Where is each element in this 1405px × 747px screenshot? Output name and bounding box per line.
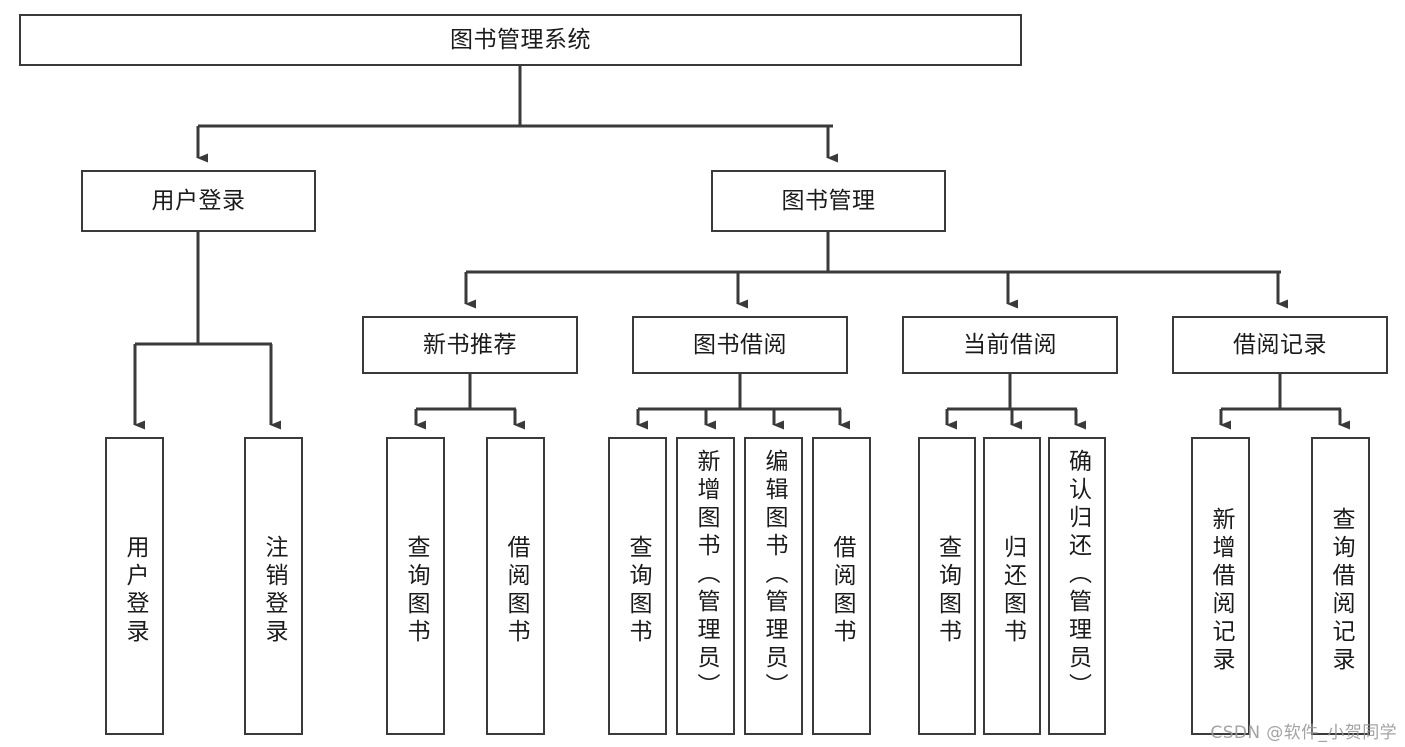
- node-leaf-edit-book[interactable]: 编辑图书（管理员）: [744, 437, 803, 735]
- node-book-borrow-label: 图书借阅: [693, 331, 787, 358]
- node-new-book-recommend-label: 新书推荐: [423, 331, 517, 358]
- node-leaf-user-login-label: 用户登录: [122, 535, 148, 647]
- node-leaf-borrow-book[interactable]: 借阅图书: [812, 437, 871, 735]
- node-leaf-query-book-current[interactable]: 查询图书: [918, 437, 976, 735]
- node-leaf-return-book-label: 归还图书: [999, 535, 1026, 647]
- node-leaf-query-book-rec[interactable]: 查询图书: [386, 437, 445, 735]
- node-leaf-user-logout-label: 注销登录: [261, 535, 287, 647]
- node-new-book-recommend[interactable]: 新书推荐: [362, 316, 578, 374]
- node-user-login[interactable]: 用户登录: [81, 170, 316, 232]
- node-book-borrow[interactable]: 图书借阅: [632, 316, 848, 374]
- node-leaf-query-borrow-record-label: 查询借阅记录: [1328, 507, 1354, 675]
- node-borrow-record-label: 借阅记录: [1233, 331, 1327, 358]
- connector-bookmgmt-to-level3: [464, 232, 1288, 309]
- node-leaf-user-login[interactable]: 用户登录: [105, 437, 164, 735]
- node-book-management-label: 图书管理: [781, 187, 876, 214]
- node-root-label: 图书管理系统: [450, 26, 591, 53]
- node-current-borrow-label: 当前借阅: [963, 331, 1057, 358]
- node-leaf-confirm-return-label: 确认归还（管理员）: [1064, 449, 1091, 701]
- node-leaf-edit-book-label: 编辑图书（管理员）: [761, 449, 787, 701]
- node-leaf-borrow-book-rec-label: 借阅图书: [503, 535, 529, 647]
- node-leaf-add-borrow-record-label: 新增借阅记录: [1208, 507, 1234, 675]
- node-leaf-add-book[interactable]: 新增图书（管理员）: [676, 437, 735, 735]
- node-leaf-add-book-label: 新增图书（管理员）: [693, 449, 719, 701]
- node-leaf-user-logout[interactable]: 注销登录: [244, 437, 303, 735]
- node-leaf-query-book-rec-label: 查询图书: [403, 535, 429, 647]
- connector-currentborrow-to-leaves: [945, 374, 1086, 430]
- node-leaf-query-book-borrow-label: 查询图书: [625, 535, 651, 647]
- node-leaf-return-book[interactable]: 归还图书: [983, 437, 1041, 735]
- node-leaf-query-book-current-label: 查询图书: [934, 535, 961, 647]
- node-current-borrow[interactable]: 当前借阅: [902, 316, 1118, 374]
- node-leaf-borrow-book-label: 借阅图书: [829, 535, 855, 647]
- node-leaf-borrow-book-rec[interactable]: 借阅图书: [486, 437, 545, 735]
- node-root[interactable]: 图书管理系统: [19, 14, 1022, 66]
- node-leaf-query-borrow-record[interactable]: 查询借阅记录: [1311, 437, 1370, 735]
- node-borrow-record[interactable]: 借阅记录: [1172, 316, 1388, 374]
- connector-newbook-to-leaves: [414, 374, 525, 430]
- node-leaf-query-book-borrow[interactable]: 查询图书: [608, 437, 667, 735]
- node-book-management[interactable]: 图书管理: [711, 170, 946, 232]
- connector-root-to-level2: [196, 66, 838, 163]
- connector-userlogin-to-leaves: [133, 232, 281, 430]
- connector-borrowrecord-to-leaves: [1219, 374, 1350, 430]
- node-leaf-add-borrow-record[interactable]: 新增借阅记录: [1191, 437, 1250, 735]
- node-user-login-label: 用户登录: [151, 187, 246, 214]
- node-leaf-confirm-return[interactable]: 确认归还（管理员）: [1048, 437, 1106, 735]
- connector-bookborrow-to-leaves: [636, 374, 850, 430]
